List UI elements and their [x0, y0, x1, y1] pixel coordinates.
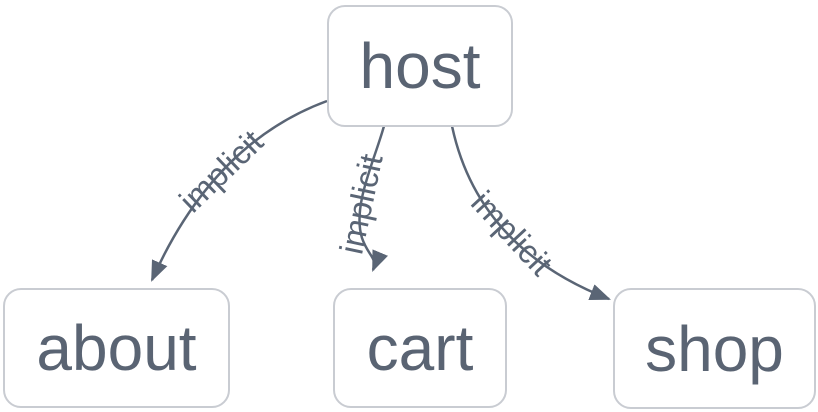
node-cart-label: cart	[366, 312, 474, 384]
node-cart[interactable]: cart	[333, 288, 507, 408]
node-host-label: host	[359, 30, 481, 102]
node-about-label: about	[36, 312, 197, 384]
edge-host-about	[150, 99, 328, 282]
node-host[interactable]: host	[327, 5, 513, 127]
node-shop[interactable]: shop	[613, 288, 816, 409]
node-about[interactable]: about	[3, 288, 230, 408]
edge-label-host-shop: implicit	[464, 184, 560, 283]
node-shop-label: shop	[645, 312, 784, 385]
edge-host-cart	[358, 125, 389, 272]
edge-host-shop	[450, 125, 611, 301]
